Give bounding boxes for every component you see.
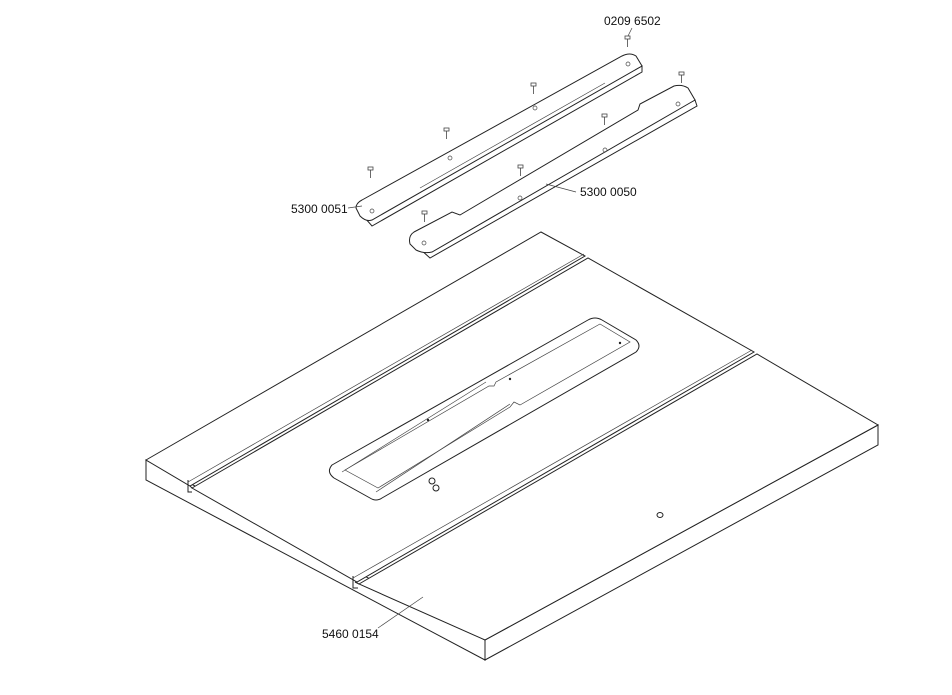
label-rail-left-part-number: 5300 0051	[291, 202, 348, 216]
screw-icon	[443, 127, 450, 139]
label-screw-part-number: 0209 6502	[604, 14, 661, 28]
screw-icon	[530, 82, 537, 94]
leader-lines	[347, 27, 633, 629]
screw-icon	[517, 164, 524, 176]
screws	[367, 35, 685, 222]
label-rail-right-part-number: 5300 0050	[580, 185, 637, 199]
rail-5300-0051	[355, 53, 643, 227]
screw-icon	[421, 210, 428, 222]
screw-icon	[678, 71, 685, 83]
screw-icon	[601, 113, 608, 125]
label-table-top-part-number: 5460 0154	[322, 627, 379, 641]
rail-5300-0050	[409, 84, 698, 259]
screw-icon	[367, 166, 374, 178]
table-top	[145, 231, 880, 661]
screw-icon	[624, 35, 631, 47]
